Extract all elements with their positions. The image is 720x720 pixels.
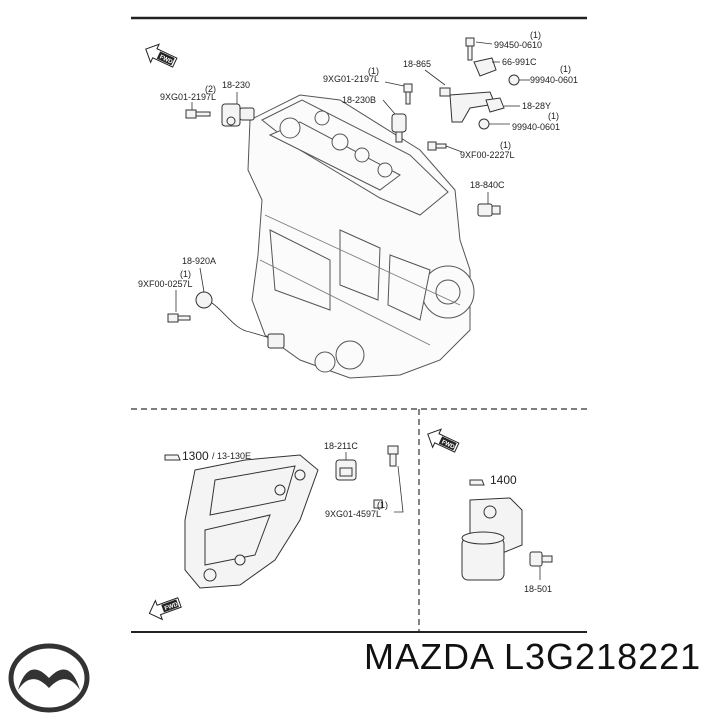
switch-18-501[interactable] [529, 551, 553, 567]
bolt-99450-0610[interactable] [465, 37, 475, 61]
fwd-arrow-right: FWD [427, 428, 460, 453]
leader-9xg01-4597l [394, 465, 404, 513]
part-66-991c[interactable] [473, 57, 497, 77]
label-9xg01-4597l: 9XG01-4597L [325, 509, 381, 519]
leader-18-865 [424, 69, 446, 86]
sensor-18-230[interactable] [221, 103, 255, 127]
label-18-230b: 18-230B [342, 95, 376, 105]
intake-manifold-1300[interactable] [184, 454, 319, 589]
label-18-211c: 18-211C [324, 441, 358, 451]
label-1400: 1400 [490, 473, 517, 487]
leader-9xg01-b [384, 81, 405, 87]
part-18-28y[interactable] [485, 97, 505, 113]
svg-text:FWD: FWD [158, 54, 174, 65]
bracket-18-865[interactable] [427, 87, 496, 151]
label-p1-1a: (1) [368, 66, 379, 76]
sensor-18-230b[interactable] [391, 113, 407, 143]
engine-block-drawing [247, 94, 475, 379]
label-9xg01-2197l-b: 9XG01-2197L [323, 74, 379, 84]
label-p1-2: (2) [205, 84, 216, 94]
mazda-logo-icon [8, 643, 90, 713]
bolt-18-230[interactable] [185, 109, 211, 119]
bolt-9xg01-4597l[interactable] [373, 445, 399, 509]
label-p1-1f: (1) [180, 269, 191, 279]
leader-18-230b [382, 99, 396, 115]
leader-9xf00-2227l [445, 145, 463, 153]
label-18-230: 18-230 [222, 80, 250, 90]
nut-99940-0601-b[interactable] [478, 118, 490, 130]
bracket-icon-2 [469, 479, 485, 486]
label-p1-1b: (1) [530, 30, 541, 40]
label-18-28y: 18-28Y [522, 101, 551, 111]
label-99940-0601-b: 99940-0601 [512, 122, 560, 132]
bolt-18-230b[interactable] [403, 83, 413, 105]
fwd-arrow-bottom: FWD [148, 597, 182, 621]
sensor-18-920a[interactable] [195, 291, 285, 349]
label-66-991c: 66-991C [502, 57, 537, 67]
label-18-840c: 18-840C [470, 180, 505, 190]
label-99450-0610: 99450-0610 [494, 40, 542, 50]
sensor-18-840c[interactable] [477, 203, 501, 217]
bracket-icon [164, 454, 181, 461]
label-13-130e: / 13-130E [212, 451, 251, 461]
label-9xg01-2197l-a: 9XG01-2197L [160, 92, 216, 102]
label-p1-1d: (1) [548, 111, 559, 121]
leader-99450 [475, 41, 493, 45]
label-1300: 1300 [182, 449, 209, 463]
label-18-501: 18-501 [524, 584, 552, 594]
label-p1-1e: (1) [500, 140, 511, 150]
label-18-920a: 18-920A [182, 256, 216, 266]
label-18-865: 18-865 [403, 59, 431, 69]
svg-text:FWD: FWD [164, 602, 180, 613]
nut-99940-0601-a[interactable] [508, 74, 520, 86]
oil-filter-body-1400[interactable] [461, 497, 523, 581]
label-p2-1g: (1) [377, 500, 388, 510]
brand-part-number: MAZDA L3G218221 [364, 636, 702, 677]
label-9xf00-0257l: 9XF00-0257L [138, 279, 193, 289]
leader-18-920a [199, 267, 205, 293]
bolt-9xf00-0257l[interactable] [167, 313, 191, 323]
label-9xf00-2227l: 9XF00-2227L [460, 150, 515, 160]
fwd-arrow-top: FWD [145, 43, 178, 68]
label-99940-0601-a: 99940-0601 [530, 75, 578, 85]
label-p1-1c: (1) [560, 64, 571, 74]
svg-text:FWD: FWD [440, 439, 456, 450]
sensor-18-211c[interactable] [335, 459, 357, 481]
